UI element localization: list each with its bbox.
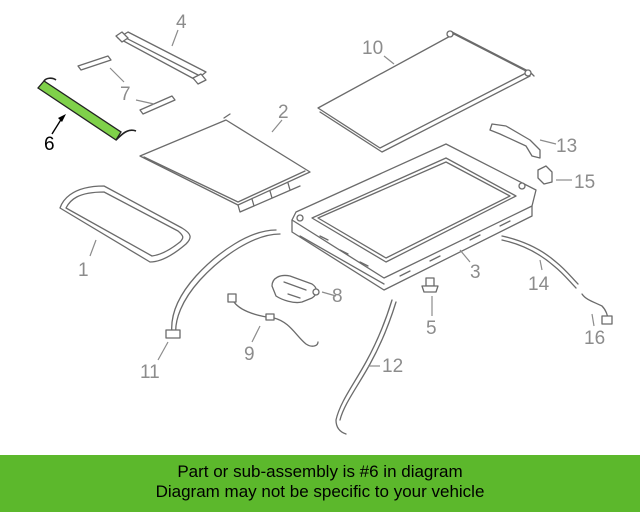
callout-16: 16 bbox=[584, 328, 605, 349]
callout-13: 13 bbox=[556, 136, 577, 157]
callout-7: 7 bbox=[120, 84, 131, 105]
part-12[interactable] bbox=[335, 299, 397, 435]
callout-5: 5 bbox=[426, 318, 437, 339]
part-1[interactable] bbox=[59, 185, 191, 263]
part-3[interactable] bbox=[291, 143, 537, 291]
leader-lines bbox=[51, 29, 595, 367]
part-10[interactable] bbox=[317, 30, 535, 153]
info-banner: Part or sub-assembly is #6 in diagram Di… bbox=[0, 455, 640, 512]
part-7[interactable] bbox=[77, 55, 176, 115]
callout-3: 3 bbox=[470, 262, 481, 283]
part-4[interactable] bbox=[115, 31, 207, 85]
part-8[interactable] bbox=[271, 274, 320, 304]
part-9[interactable] bbox=[227, 293, 319, 347]
callout-6: 6 bbox=[44, 134, 55, 155]
callout-2: 2 bbox=[278, 102, 289, 123]
callout-4: 4 bbox=[176, 12, 187, 33]
callout-9: 9 bbox=[244, 344, 255, 365]
callout-10: 10 bbox=[362, 38, 383, 59]
part-6-highlighted[interactable] bbox=[37, 77, 137, 141]
banner-line-2: Diagram may not be specific to your vehi… bbox=[155, 482, 485, 501]
part-11[interactable] bbox=[165, 229, 281, 339]
callout-11: 11 bbox=[140, 362, 160, 383]
part-14[interactable] bbox=[501, 235, 579, 289]
callout-1: 1 bbox=[78, 260, 89, 281]
callout-14: 14 bbox=[528, 274, 550, 295]
banner-line-1: Part or sub-assembly is #6 in diagram bbox=[177, 462, 463, 481]
part-13[interactable] bbox=[489, 123, 541, 159]
parts-diagram: 1 2 3 4 5 6 7 8 9 10 11 12 13 14 15 16 bbox=[37, 12, 613, 435]
callout-12: 12 bbox=[382, 356, 403, 377]
part-2[interactable] bbox=[139, 113, 311, 213]
part-5[interactable] bbox=[421, 277, 439, 293]
part-15[interactable] bbox=[537, 165, 553, 185]
callout-15: 15 bbox=[574, 172, 595, 193]
callout-8: 8 bbox=[332, 286, 343, 307]
part-16[interactable] bbox=[581, 293, 613, 325]
